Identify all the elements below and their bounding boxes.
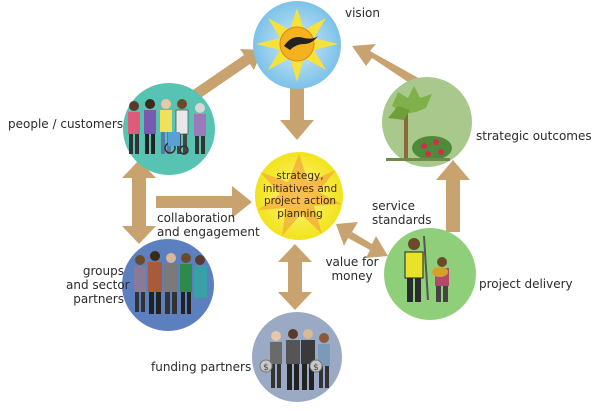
strategy-label: strategy, initiatives and project action… xyxy=(250,170,350,220)
service-standards-label-line: service xyxy=(372,199,415,213)
groups-node xyxy=(122,239,214,331)
project-delivery-label: project delivery xyxy=(479,277,573,291)
worker-with-child-icon xyxy=(404,235,449,302)
tree-and-shrub-icon xyxy=(386,86,452,161)
groups-label-line: and sector xyxy=(66,278,130,292)
funding-partners-node: $ $ xyxy=(252,312,342,402)
arrow-center-delivery xyxy=(336,222,388,258)
service-standards-label-line: standards xyxy=(372,213,432,227)
people-customers-label: people / customers xyxy=(8,117,124,131)
arrow-delivery-to-outcomes xyxy=(436,160,470,232)
crowd-of-people-icon xyxy=(128,99,206,155)
strategic-outcomes-label: strategic outcomes xyxy=(476,129,592,143)
arrow-people-groups xyxy=(122,160,156,244)
service-standards-label: service standards xyxy=(372,199,431,227)
svg-text:$: $ xyxy=(313,363,319,373)
strategy-node xyxy=(255,152,343,240)
strategy-label-line: strategy, xyxy=(276,170,324,182)
groups-label-line: groups xyxy=(82,264,124,278)
strategy-label-line: planning xyxy=(277,207,323,220)
arrow-outcomes-to-vision xyxy=(352,44,422,86)
vision-label: vision xyxy=(345,6,380,20)
collaboration-label-line: collaboration xyxy=(157,211,236,225)
value-for-money-label-line: value for xyxy=(325,255,379,269)
vision-node xyxy=(253,1,341,89)
funding-partners-label: funding partners xyxy=(151,360,252,374)
people-customers-node xyxy=(123,83,215,175)
strategy-star-icon xyxy=(258,154,342,236)
project-delivery-node xyxy=(384,228,476,320)
value-for-money-label: value for money xyxy=(323,255,381,283)
arrow-vision-to-center xyxy=(280,78,314,140)
collaboration-label: collaboration and engagement xyxy=(157,211,260,239)
value-for-money-label-line: money xyxy=(331,269,373,283)
collaboration-label-line: and engagement xyxy=(157,225,260,239)
arrow-center-funding xyxy=(278,244,312,310)
groups-label: groups and sector partners xyxy=(66,264,130,306)
svg-text:$: $ xyxy=(263,363,269,373)
strategic-outcomes-node xyxy=(382,77,472,167)
donors-with-money-bags-icon: $ $ xyxy=(259,329,330,390)
arrow-collaboration-to-center xyxy=(156,186,252,218)
group-of-partners-icon xyxy=(134,251,207,314)
delivery-circle xyxy=(384,228,476,320)
strategy-label-line: project action xyxy=(263,195,337,207)
arrows xyxy=(122,44,470,310)
groups-label-line: partners xyxy=(73,292,124,306)
sun-with-bird-icon xyxy=(256,8,338,82)
strategy-label-line: initiatives and xyxy=(262,182,338,195)
